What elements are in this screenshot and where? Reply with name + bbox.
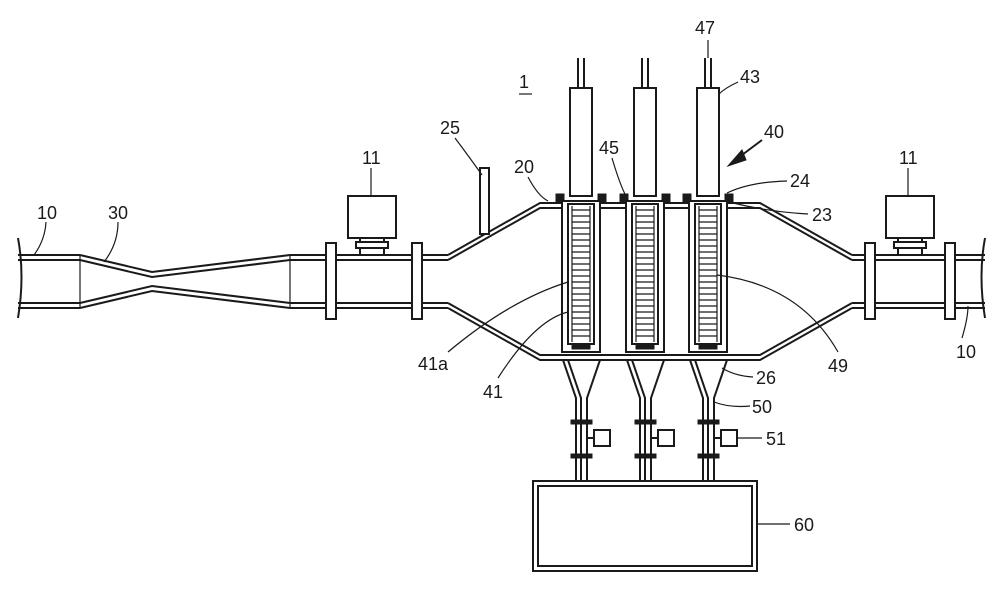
electrode-column-3 — [683, 58, 733, 352]
tank — [533, 481, 757, 571]
flange-right-1 — [865, 243, 875, 319]
left-box — [348, 196, 396, 255]
label-valve: 51 — [766, 429, 786, 449]
flange-left-2 — [412, 243, 422, 319]
label-outlet: 26 — [756, 368, 776, 388]
label-assembly: 40 — [764, 122, 784, 142]
right-pipe — [852, 238, 985, 319]
label-rod: 47 — [695, 18, 715, 38]
label-cap: 24 — [790, 171, 810, 191]
left-pipe — [18, 238, 80, 318]
assembly-arrow — [728, 140, 762, 166]
label-box-left: 11 — [362, 148, 381, 168]
valve-3 — [721, 430, 737, 446]
label-pipe-right: 10 — [956, 342, 976, 362]
label-drain-pipe: 50 — [752, 397, 772, 417]
flange-right-2 — [945, 243, 955, 319]
label-flange: 23 — [812, 205, 832, 225]
electrode-column-1 — [556, 58, 606, 352]
label-electrode-top: 45 — [599, 138, 619, 158]
label-inner-right: 49 — [828, 356, 848, 376]
label-electrode: 41 — [483, 382, 503, 402]
label-housing: 20 — [514, 157, 534, 177]
leader-lines — [34, 40, 968, 524]
label-tank: 60 — [794, 515, 814, 535]
label-pipe-left: 10 — [37, 203, 57, 223]
label-venturi: 30 — [108, 203, 128, 223]
electrode-column-2 — [620, 58, 670, 352]
electrode-assembly — [556, 58, 733, 352]
drain-lines — [563, 360, 737, 480]
post — [480, 168, 489, 234]
reference-labels: 1 10 30 11 25 20 45 47 43 40 24 23 11 10… — [37, 18, 976, 535]
valve-1 — [594, 430, 610, 446]
label-box-right: 11 — [899, 148, 918, 168]
valve-2 — [658, 430, 674, 446]
flange-left-1 — [326, 243, 336, 319]
label-sleeve: 43 — [740, 67, 760, 87]
label-inner-left: 41a — [418, 354, 449, 374]
label-main: 1 — [519, 72, 529, 92]
venturi — [80, 255, 290, 308]
right-box — [886, 196, 934, 255]
label-post: 25 — [440, 118, 460, 138]
mid-pipe-left — [290, 243, 448, 319]
